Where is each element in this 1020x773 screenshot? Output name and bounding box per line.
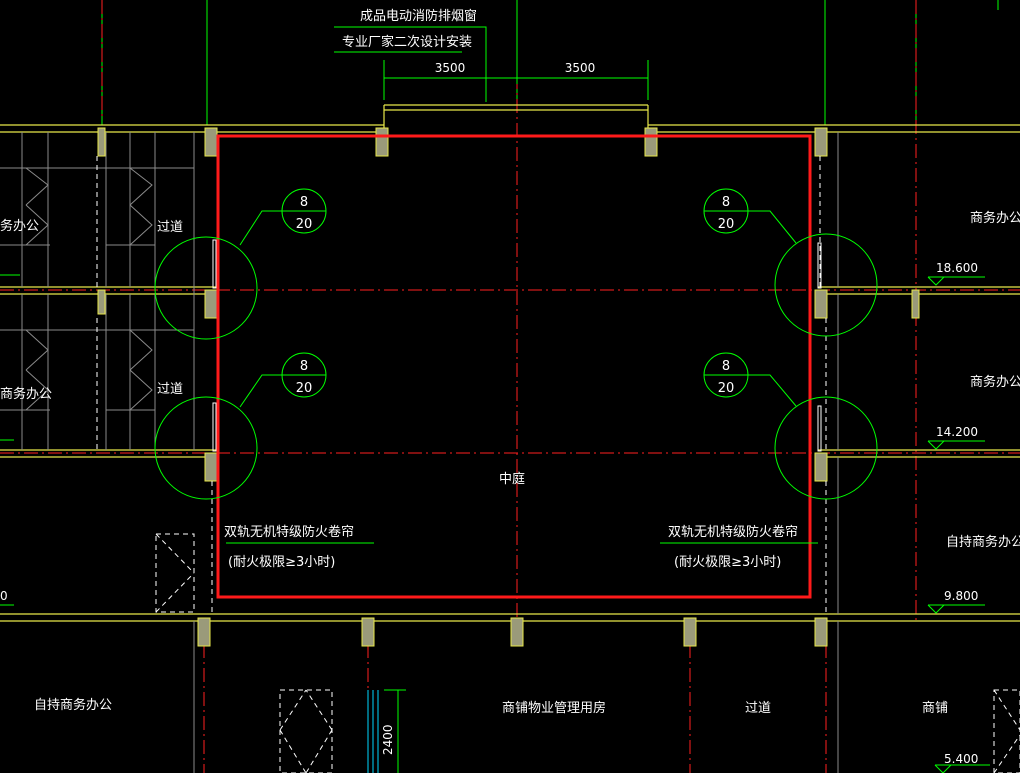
room-bottom-self-office: 自持商务办公 xyxy=(34,697,112,713)
room-corridor-left-2: 过道 xyxy=(157,382,183,397)
room-left-office-2: 商务办公 xyxy=(0,386,52,402)
bubble-1-bottom: 20 xyxy=(296,217,313,232)
elevation-3: 9.800 xyxy=(944,589,978,603)
bubble-4-bottom: 20 xyxy=(718,381,735,396)
detail-circles xyxy=(154,188,878,500)
curtain-bars xyxy=(212,239,822,452)
bubble-2-bottom: 20 xyxy=(296,381,313,396)
elevation-1: 18.600 xyxy=(936,261,978,275)
vertical-dim xyxy=(384,689,406,773)
columns xyxy=(97,127,920,647)
top-note-line1: 成品电动消防排烟窗 xyxy=(360,8,477,24)
partitions xyxy=(0,132,839,773)
dim-left: 3500 xyxy=(435,61,466,75)
cyan-lines xyxy=(367,690,379,773)
top-note-leader xyxy=(334,26,649,102)
elevation-left-cut: 0 xyxy=(0,589,8,603)
elevation-2: 14.200 xyxy=(936,425,978,439)
bubble-3-bottom: 20 xyxy=(718,217,735,232)
room-corridor-left-1: 过道 xyxy=(157,220,183,235)
bubble-4-top: 8 xyxy=(722,359,730,374)
bubble-2-top: 8 xyxy=(300,359,308,374)
room-right-office-1: 商务办公 xyxy=(970,210,1020,226)
fire-curtain-right-1: 双轨无机特级防火卷帘 xyxy=(668,524,798,540)
room-left-office-1: 务办公 xyxy=(0,218,39,234)
atrium-boundary xyxy=(216,134,812,599)
atrium-label: 中庭 xyxy=(499,471,525,487)
fire-curtain-left-2: (耐火极限≥3小时) xyxy=(228,555,335,570)
elevation-markers xyxy=(0,274,990,773)
bubble-1-top: 8 xyxy=(300,195,308,210)
fire-curtain-left-1: 双轨无机特级防火卷帘 xyxy=(224,524,354,540)
room-right-self-office: 自持商务办公 xyxy=(946,534,1020,550)
room-right-office-2: 商务办公 xyxy=(970,374,1020,390)
vertical-dim-text: 2400 xyxy=(381,724,395,755)
room-bottom-corridor: 过道 xyxy=(745,701,771,716)
bubble-3-top: 8 xyxy=(722,195,730,210)
room-bottom-property: 商铺物业管理用房 xyxy=(502,700,606,716)
room-bottom-shop: 商铺 xyxy=(922,701,948,716)
green-grid-lines xyxy=(101,0,999,125)
walls xyxy=(0,104,1020,622)
dashed-elements xyxy=(96,156,1020,773)
top-note-line2: 专业厂家二次设计安装 xyxy=(342,34,472,50)
elevation-4: 5.400 xyxy=(944,752,978,766)
fire-curtain-right-2: (耐火极限≥3小时) xyxy=(674,555,781,570)
dim-right: 3500 xyxy=(565,61,596,75)
